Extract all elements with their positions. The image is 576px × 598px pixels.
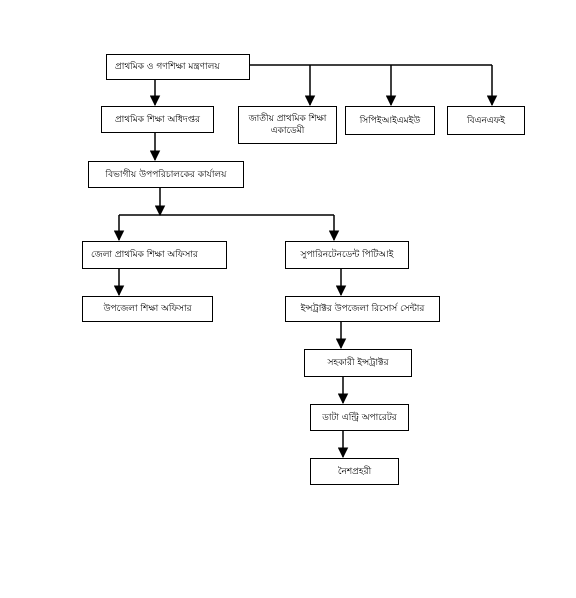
node-directorate: প্রাথমিক শিক্ষা অধিদপ্তর [101,106,214,133]
node-urc-instructor: ইন্সট্রাক্টর উপজেলা রিসোর্স সেন্টার [285,296,440,322]
node-cpeiu: সিপিইআইএমইউ [345,106,435,135]
node-assistant-instructor: সহকারী ইন্সট্রাক্টর [304,349,412,377]
node-data-entry-operator: ডাটা এন্ট্রি অপারেটর [310,404,409,431]
node-night-guard: নৈশপ্রহরী [310,458,399,485]
node-district-officer: জেলা প্রাথমিক শিক্ষা অফিসার [82,241,227,269]
node-napa: জাতীয় প্রাথমিক শিক্ষা একাডেমী [238,106,337,144]
node-bnfe: বিএনএফই [447,106,525,135]
node-ministry: প্রাথমিক ও গণশিক্ষা মন্ত্রণালয় [106,54,250,80]
node-pti-superintendent: সুপারিনটেনডেন্ট পিটিআই [285,241,409,269]
node-upazila-officer: উপজেলা শিক্ষা অফিসার [82,296,213,322]
node-divisional-office: বিভাগীয় উপপরিচালকের কার্যালয় [88,161,244,188]
